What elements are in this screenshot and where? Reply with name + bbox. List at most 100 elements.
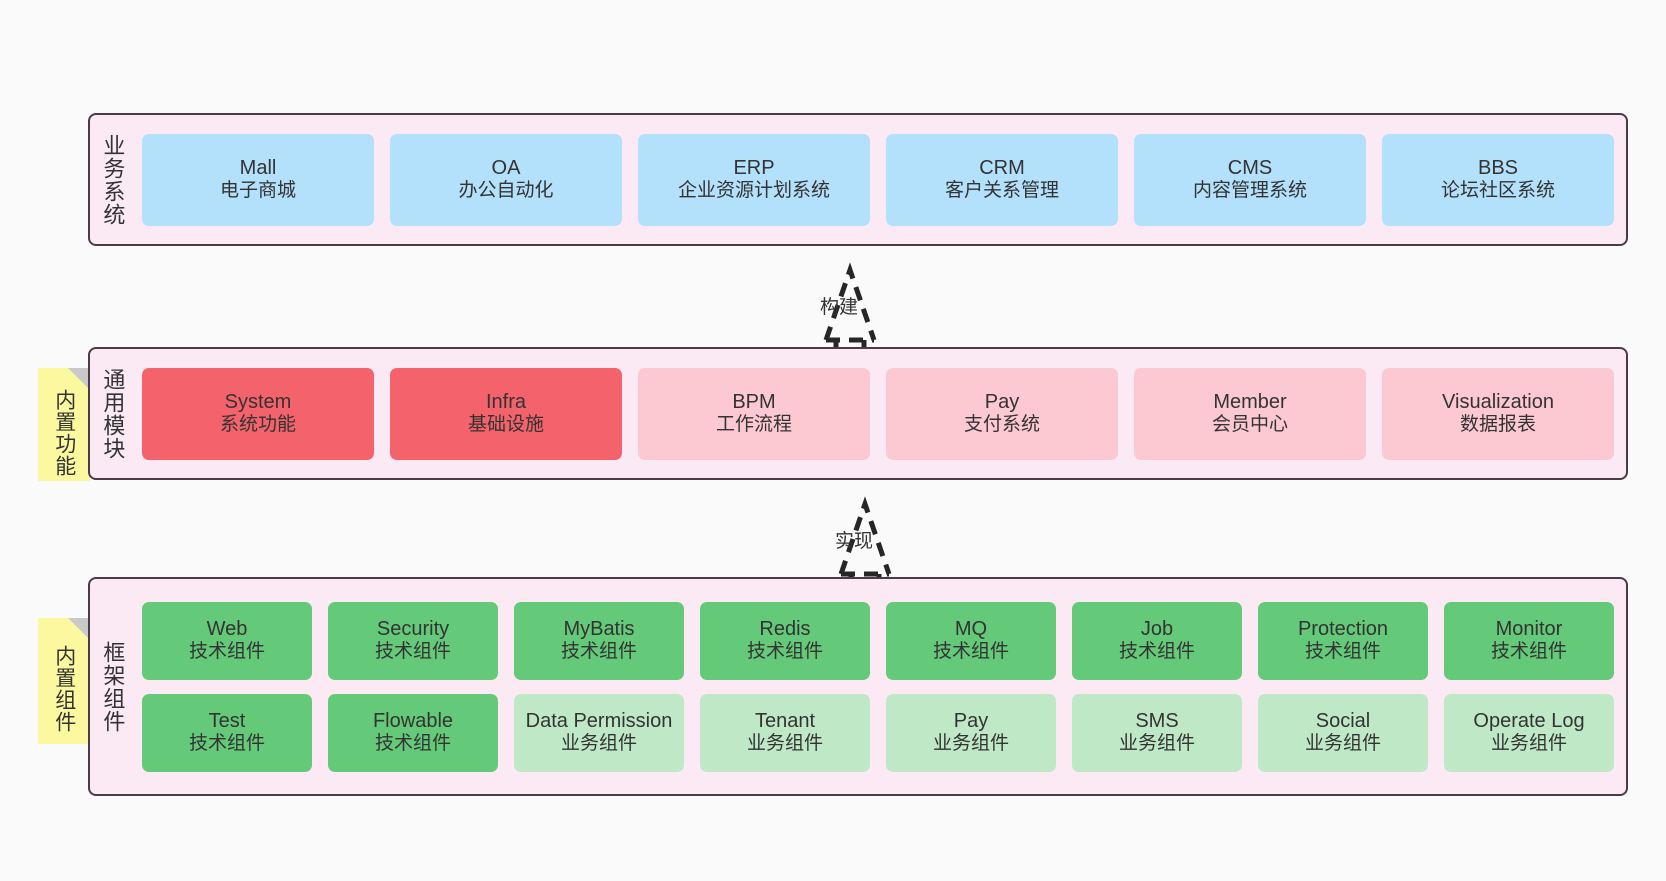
card-cms-name: CMS (1227, 157, 1273, 180)
layer-business-systems-title: 业务系统 (100, 133, 126, 226)
card-redis[interactable]: Redis 技术组件 (700, 601, 870, 680)
card-cms[interactable]: CMS 内容管理系统 (1134, 133, 1366, 226)
framework-tech-row: Web 技术组件 Security 技术组件 MyBatis 技术组件 Redi… (142, 601, 1614, 680)
card-system-name: System (224, 391, 292, 414)
connector-build-label: 构建 (820, 297, 859, 318)
sticky-note-builtin-components: 内置组件 (38, 618, 90, 744)
card-sms-name: SMS (1135, 710, 1179, 733)
layer-framework-components: 框架组件 Web 技术组件 Security 技术组件 MyBatis 技术组件… (88, 577, 1628, 796)
layer-framework-components-title: 框架组件 (100, 640, 126, 733)
layer-common-modules-body: System 系统功能 Infra 基础设施 BPM 工作流程 Pay 支付系统… (134, 349, 1626, 478)
card-system[interactable]: System 系统功能 (142, 367, 374, 460)
card-flowable[interactable]: Flowable 技术组件 (328, 693, 498, 772)
card-monitor-desc: 技术组件 (1490, 641, 1567, 663)
business-card-row: Mall 电子商城 OA 办公自动化 ERP 企业资源计划系统 CRM 客户关系… (142, 133, 1614, 226)
card-visualization[interactable]: Visualization 数据报表 (1382, 367, 1614, 460)
card-test-name: Test (208, 710, 246, 733)
card-crm[interactable]: CRM 客户关系管理 (886, 133, 1118, 226)
card-crm-desc: 客户关系管理 (944, 180, 1059, 202)
card-mybatis-desc: 技术组件 (560, 641, 637, 663)
card-mall[interactable]: Mall 电子商城 (142, 133, 374, 226)
card-bpm[interactable]: BPM 工作流程 (638, 367, 870, 460)
card-mybatis-name: MyBatis (563, 618, 635, 641)
card-mall-name: Mall (239, 157, 277, 180)
card-social-desc: 业务组件 (1304, 733, 1381, 755)
card-job-name: Job (1140, 618, 1174, 641)
card-mq-desc: 技术组件 (932, 641, 1009, 663)
card-visualization-name: Visualization (1442, 391, 1554, 414)
card-tenant-desc: 业务组件 (746, 733, 823, 755)
card-monitor[interactable]: Monitor 技术组件 (1444, 601, 1614, 680)
card-erp-name: ERP (733, 157, 775, 180)
card-oa-name: OA (491, 157, 521, 180)
card-data-permission-name: Data Permission (525, 710, 673, 733)
card-operate-log-name: Operate Log (1473, 710, 1585, 733)
card-redis-name: Redis (759, 618, 811, 641)
card-pay-component-desc: 业务组件 (932, 733, 1009, 755)
card-flowable-name: Flowable (372, 710, 454, 733)
card-tenant-name: Tenant (754, 710, 816, 733)
card-bbs-name: BBS (1477, 157, 1519, 180)
card-mall-desc: 电子商城 (219, 180, 296, 202)
card-infra-desc: 基础设施 (467, 414, 544, 436)
card-member[interactable]: Member 会员中心 (1134, 367, 1366, 460)
card-security-name: Security (376, 618, 450, 641)
card-pay-module-desc: 支付系统 (963, 414, 1040, 436)
card-pay-module-name: Pay (984, 391, 1020, 414)
card-operate-log[interactable]: Operate Log 业务组件 (1444, 693, 1614, 772)
card-web-desc: 技术组件 (188, 641, 265, 663)
card-infra-name: Infra (485, 391, 527, 414)
card-sms-desc: 业务组件 (1118, 733, 1195, 755)
card-visualization-desc: 数据报表 (1459, 414, 1536, 436)
module-card-row: System 系统功能 Infra 基础设施 BPM 工作流程 Pay 支付系统… (142, 367, 1614, 460)
card-mq-name: MQ (954, 618, 988, 641)
card-oa[interactable]: OA 办公自动化 (390, 133, 622, 226)
card-sms[interactable]: SMS 业务组件 (1072, 693, 1242, 772)
card-cms-desc: 内容管理系统 (1192, 180, 1307, 202)
card-social-name: Social (1315, 710, 1371, 733)
card-protection-name: Protection (1297, 618, 1389, 641)
card-pay-component-name: Pay (953, 710, 989, 733)
card-erp-desc: 企业资源计划系统 (677, 180, 830, 202)
card-protection-desc: 技术组件 (1304, 641, 1381, 663)
card-bbs[interactable]: BBS 论坛社区系统 (1382, 133, 1614, 226)
card-pay-module[interactable]: Pay 支付系统 (886, 367, 1118, 460)
card-bpm-name: BPM (732, 391, 776, 414)
card-infra[interactable]: Infra 基础设施 (390, 367, 622, 460)
card-protection[interactable]: Protection 技术组件 (1258, 601, 1428, 680)
sticky-fold-corner-icon (68, 368, 90, 390)
sticky-fold-corner-icon (68, 618, 90, 640)
card-web-name: Web (206, 618, 248, 641)
card-member-name: Member (1213, 391, 1287, 414)
card-erp[interactable]: ERP 企业资源计划系统 (638, 133, 870, 226)
layer-business-systems-body: Mall 电子商城 OA 办公自动化 ERP 企业资源计划系统 CRM 客户关系… (134, 115, 1626, 244)
card-data-permission-desc: 业务组件 (560, 733, 637, 755)
card-mq[interactable]: MQ 技术组件 (886, 601, 1056, 680)
card-test[interactable]: Test 技术组件 (142, 693, 312, 772)
card-tenant[interactable]: Tenant 业务组件 (700, 693, 870, 772)
card-crm-name: CRM (979, 157, 1025, 180)
card-monitor-name: Monitor (1495, 618, 1563, 641)
card-system-desc: 系统功能 (219, 414, 296, 436)
layer-common-modules: 通用模块 System 系统功能 Infra 基础设施 BPM 工作流程 Pay… (88, 347, 1628, 480)
card-flowable-desc: 技术组件 (374, 733, 451, 755)
layer-business-systems: 业务系统 Mall 电子商城 OA 办公自动化 ERP 企业资源计划系统 CRM… (88, 113, 1628, 246)
card-mybatis[interactable]: MyBatis 技术组件 (514, 601, 684, 680)
card-bpm-desc: 工作流程 (715, 414, 792, 436)
card-redis-desc: 技术组件 (746, 641, 823, 663)
layer-common-modules-title: 通用模块 (100, 367, 126, 460)
card-pay-component[interactable]: Pay 业务组件 (886, 693, 1056, 772)
card-security[interactable]: Security 技术组件 (328, 601, 498, 680)
connector-implement-label: 实现 (835, 531, 874, 552)
card-operate-log-desc: 业务组件 (1490, 733, 1567, 755)
card-security-desc: 技术组件 (374, 641, 451, 663)
card-social[interactable]: Social 业务组件 (1258, 693, 1428, 772)
card-test-desc: 技术组件 (188, 733, 265, 755)
card-web[interactable]: Web 技术组件 (142, 601, 312, 680)
layer-framework-components-body: Web 技术组件 Security 技术组件 MyBatis 技术组件 Redi… (134, 579, 1626, 794)
card-data-permission[interactable]: Data Permission 业务组件 (514, 693, 684, 772)
card-bbs-desc: 论坛社区系统 (1440, 180, 1555, 202)
card-job[interactable]: Job 技术组件 (1072, 601, 1242, 680)
card-member-desc: 会员中心 (1211, 414, 1288, 436)
